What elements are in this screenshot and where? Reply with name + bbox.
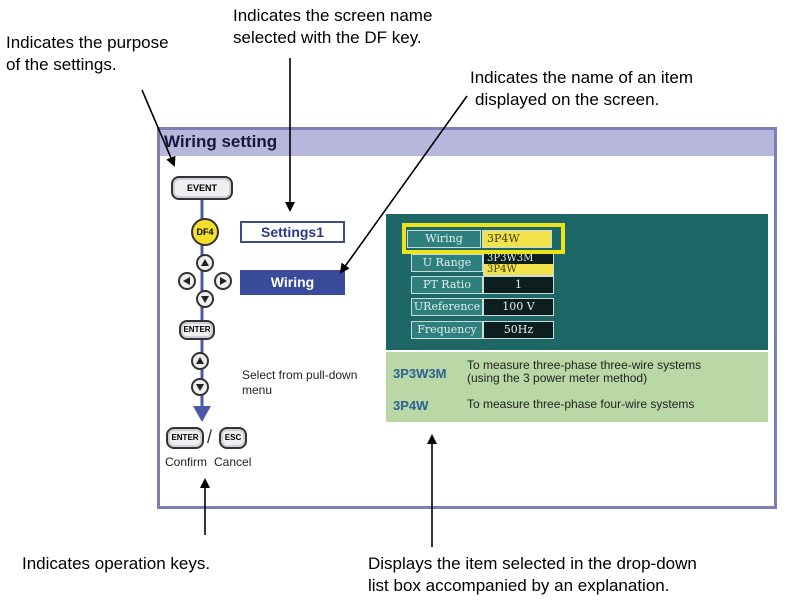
wiring-item-label: Wiring [240,270,345,295]
event-key: EVENT [171,176,233,200]
confirm-enter-key: ENTER [166,427,204,449]
annotation-line: of the settings. [6,55,117,74]
field-label-wiring: Wiring [407,230,481,248]
field-value-wiring[interactable]: 3P4W [482,230,552,248]
annotation-operation-keys: Indicates operation keys. [22,553,210,575]
option-desc-line: To measure three-phase three-wire system… [467,358,702,372]
explanation-box [386,352,768,422]
annotation-line: Displays the item selected in the drop-d… [368,554,697,573]
annotation-line: Indicates the name of an item [470,68,694,87]
field-value-pt-ratio: 1 [483,276,554,294]
dropdown-option[interactable]: 3P3W3M [487,253,534,264]
annotation-line: displayed on the screen. [475,90,660,109]
enter-key-label: ENTER [171,433,199,442]
df4-key: DF4 [191,218,219,246]
annotation-purpose: Indicates the purpose of the settings. [6,32,169,76]
annotation-line: Indicates operation keys. [22,554,211,573]
arrow-item-name [339,95,468,274]
field-label-u-range: U Range [411,254,483,272]
cursor-pad-icon [178,254,232,308]
arrow-purpose [141,89,176,167]
annotation-line: Indicates the screen name [233,6,433,25]
annotation-line: list box accompanied by an explanation. [368,576,670,595]
cancel-esc-key: ESC [219,427,247,449]
panel-title: Wiring setting [164,132,278,151]
confirm-label: Confirm [165,455,208,469]
option-desc-line: (using the 3 power meter method) [467,371,648,385]
field-label-ureference: UReference [411,298,483,316]
field-value-ureference: 100 V [483,298,554,316]
field-label-pt-ratio: PT Ratio [411,276,483,294]
event-key-label: EVENT [186,183,217,193]
dropdown-option-selected[interactable]: 3P4W [484,264,553,275]
cancel-label: Cancel [214,455,252,469]
esc-key-label: ESC [224,433,242,442]
option-desc-line: To measure three-phase four-wire systems [467,397,695,411]
settings1-screen-label: Settings1 [240,221,345,243]
option-desc-3p4w: To measure three-phase four-wire systems [467,398,694,411]
enter-key-label: ENTER [183,325,211,334]
annotation-screen-name: Indicates the screen name selected with … [233,5,432,49]
up-down-keys-icon [191,352,209,396]
option-code-3p4w: 3P4W [393,398,429,413]
field-value-frequency: 50Hz [483,321,554,339]
instruction-line: Select from pull-down [242,368,358,382]
enter-key: ENTER [179,320,215,340]
instruction-line: menu [242,383,273,397]
slash-separator: / [207,427,213,447]
annotation-dropdown: Displays the item selected in the drop-d… [368,553,697,597]
field-label-frequency: Frequency [411,321,483,339]
option-desc-3p3w3m: To measure three-phase three-wire system… [467,359,701,385]
annotation-item-name: Indicates the name of an item displayed … [470,67,693,111]
annotation-line: selected with the DF key. [233,28,422,47]
panel-title-bar [160,130,774,156]
option-code-3p3w3m: 3P3W3M [393,366,447,381]
annotation-line: Indicates the purpose [6,33,169,52]
instruction-text: Select from pull-down menu [242,368,357,398]
df4-key-label: DF4 [196,227,214,237]
wiring-highlight-frame [402,223,565,254]
